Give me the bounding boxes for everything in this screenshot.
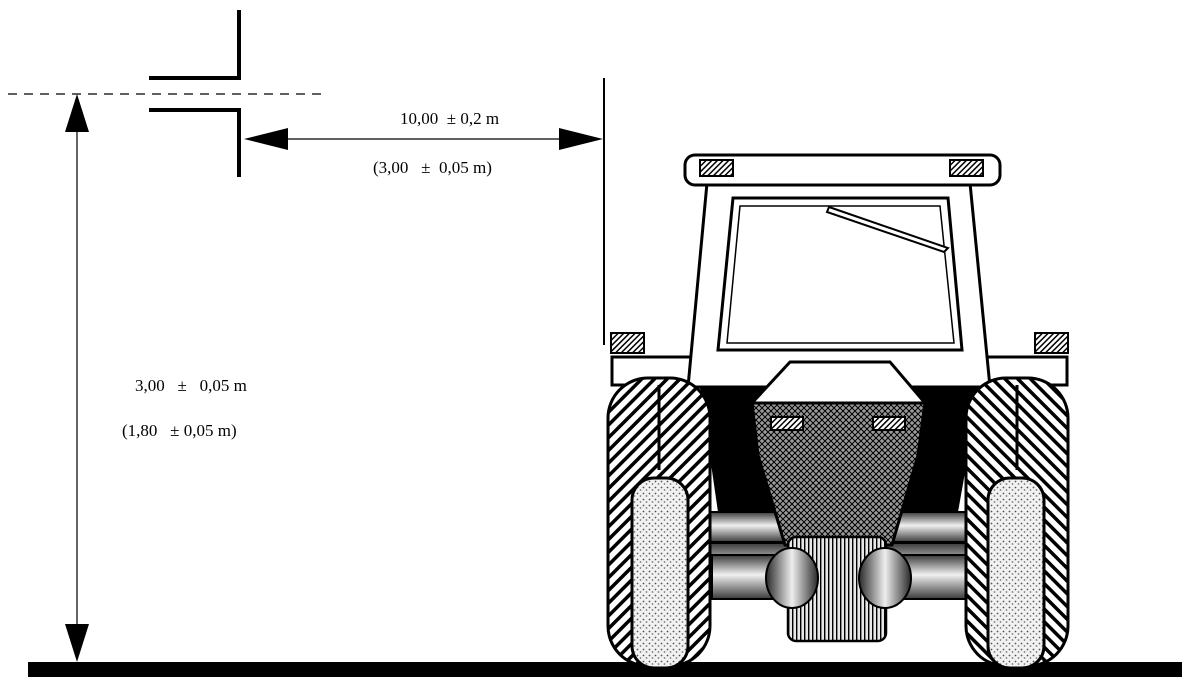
right-tire	[964, 376, 1070, 670]
height-primary-label: 3,00 ± 0,05 m	[135, 376, 247, 395]
left-tire	[606, 376, 712, 670]
distance-dimension-arrow	[244, 128, 603, 150]
height-secondary-label: (1,80 ± 0,05 m)	[122, 421, 237, 440]
distance-secondary-label: (3,00 ± 0,05 m)	[373, 158, 492, 177]
distance-primary-label: 10,00 ± 0,2 m	[400, 109, 500, 128]
target-bracket	[149, 10, 241, 177]
wiper	[825, 205, 950, 254]
ground-line	[28, 662, 1182, 677]
height-dimension-arrow	[65, 94, 89, 662]
tractor-illustration	[606, 153, 1070, 670]
